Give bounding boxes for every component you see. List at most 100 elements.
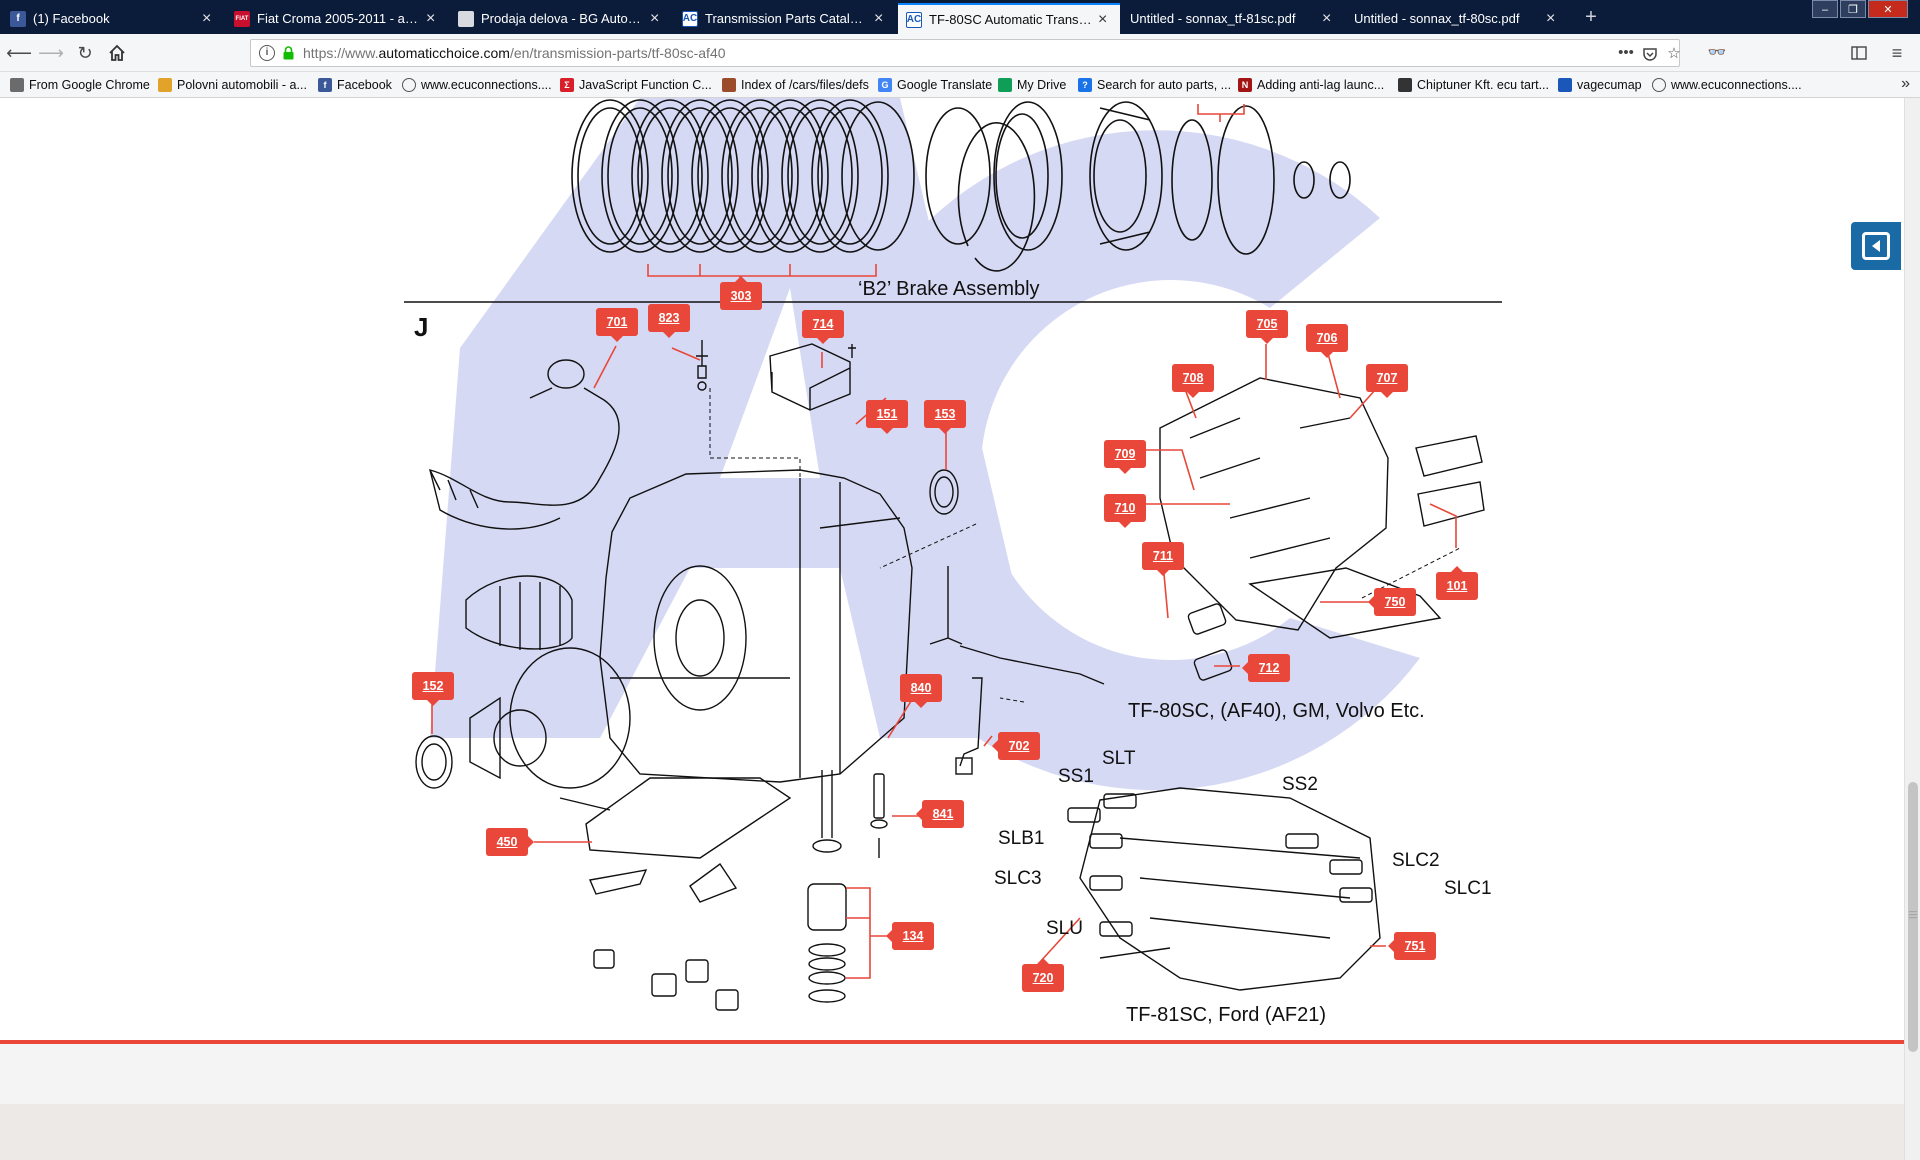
reload-button[interactable]: ↻	[72, 41, 98, 65]
callout-708[interactable]: 708	[1172, 364, 1214, 398]
browser-tab[interactable]: Untitled - sonnax_tf-81sc.pdf×	[1122, 3, 1344, 34]
callout-714[interactable]: 714	[802, 310, 844, 344]
bookmark-item[interactable]: Index of /cars/files/defs	[722, 76, 869, 94]
home-button[interactable]	[104, 41, 130, 65]
info-icon[interactable]: i	[259, 45, 275, 61]
lock-icon[interactable]	[283, 46, 294, 60]
bookmark-item[interactable]: N Adding anti-lag launc...	[1238, 76, 1384, 94]
page-scrollbar[interactable]: — — —	[1904, 98, 1920, 1160]
tab-label: (1) Facebook	[33, 11, 110, 26]
tab-label: Untitled - sonnax_tf-80sc.pdf	[1354, 11, 1520, 26]
close-tab-icon[interactable]: ×	[1098, 10, 1108, 28]
bookmark-label: Google Translate	[897, 78, 993, 92]
car-icon	[158, 78, 172, 92]
callout-707[interactable]: 707	[1366, 364, 1408, 398]
close-window-button[interactable]: ✕	[1868, 0, 1908, 18]
valve-body-tf81	[1067, 787, 1381, 991]
close-tab-icon[interactable]: ×	[426, 9, 436, 27]
browser-tab[interactable]: Prodaja delova - BG Automatik ×	[450, 3, 672, 34]
bookmark-item[interactable]: My Drive	[998, 76, 1066, 94]
tab-label: Transmission Parts Catalogue	[705, 11, 868, 26]
callout-709[interactable]: 709	[1104, 440, 1146, 474]
sidebar-toggle-icon[interactable]	[1846, 41, 1872, 65]
reader-glasses-icon[interactable]: 👓	[1707, 44, 1727, 61]
bookmark-item[interactable]: www.ecuconnections....	[1652, 76, 1802, 94]
bookmark-item[interactable]: vagecumap	[1558, 76, 1642, 94]
callout-750[interactable]: 750	[1368, 588, 1416, 616]
callout-134[interactable]: 134	[886, 922, 934, 950]
callout-751[interactable]: 751	[1388, 932, 1436, 960]
address-bar[interactable]: i https://www.automaticchoice.com/en/tra…	[250, 39, 1681, 67]
bookmark-item[interactable]: From Google Chrome	[10, 76, 150, 94]
callout-823[interactable]: 823	[648, 304, 690, 338]
restore-button[interactable]: ❐	[1840, 0, 1866, 18]
url-text[interactable]: https://www.automaticchoice.com/en/trans…	[303, 45, 726, 61]
bookmark-item[interactable]: Chiptuner Kft. ecu tart...	[1398, 76, 1549, 94]
pocket-icon[interactable]	[1639, 44, 1661, 66]
solenoid-label: SLT	[1102, 748, 1136, 769]
callout-450[interactable]: 450	[486, 828, 534, 856]
scrollbar-thumb[interactable]	[1908, 782, 1918, 1052]
seal-152	[415, 735, 453, 789]
reload-icon: ↻	[77, 43, 93, 63]
shift-shaft	[929, 566, 1105, 685]
footer-map-background	[0, 1104, 1904, 1160]
callout-leaders	[431, 344, 1457, 979]
callout-710[interactable]: 710	[1104, 494, 1146, 528]
callout-153[interactable]: 153	[924, 400, 966, 434]
bookmark-item[interactable]: www.ecuconnections....	[402, 76, 552, 94]
bookmark-label: Adding anti-lag launc...	[1257, 78, 1385, 92]
solenoid-label: SLC2	[1392, 850, 1440, 871]
drive-icon	[998, 78, 1012, 92]
tab-label: Fiat Croma 2005-2011 - automatic	[257, 11, 420, 26]
forward-button[interactable]: ⟶	[38, 41, 64, 65]
callout-712[interactable]: 712	[1242, 654, 1290, 682]
menu-hamburger-icon[interactable]: ≡	[1891, 43, 1903, 63]
bookmark-label: Index of /cars/files/defs	[741, 78, 869, 92]
close-tab-icon[interactable]: ×	[874, 9, 884, 27]
n-icon: N	[1238, 78, 1252, 92]
brake-piston	[1089, 101, 1163, 251]
bookmark-item[interactable]: ?Search for auto parts, ...	[1078, 76, 1231, 94]
callout-720[interactable]: 720	[1022, 958, 1064, 992]
callout-702[interactable]: 702	[992, 732, 1040, 760]
close-tab-icon[interactable]: ×	[202, 9, 212, 27]
new-tab-button[interactable]: +	[1585, 6, 1597, 28]
tab-label: Prodaja delova - BG Automatik	[481, 11, 644, 26]
more-bookmarks-chevron-icon[interactable]: »	[1901, 75, 1910, 92]
back-button[interactable]: ⟵	[6, 41, 32, 65]
pile-icon	[722, 78, 736, 92]
page-actions-icon[interactable]: •••	[1618, 44, 1634, 61]
callout-152[interactable]: 152	[412, 672, 454, 706]
callout-840[interactable]: 840	[900, 674, 942, 708]
bookmark-star-icon[interactable]: ☆	[1667, 45, 1681, 62]
callout-705[interactable]: 705	[1246, 310, 1288, 344]
close-tab-icon[interactable]: ×	[650, 9, 660, 27]
navigation-toolbar: ⟵ ⟶ ↻ i https://www.automaticchoice.com/…	[0, 34, 1920, 72]
minimize-button[interactable]: –	[1812, 0, 1838, 18]
callout-101[interactable]: 101	[1436, 566, 1478, 600]
callout-151[interactable]: 151	[866, 400, 908, 434]
url-path: /en/transmission-parts/tf-80sc-af40	[509, 45, 726, 61]
callout-303[interactable]: 303	[720, 276, 762, 310]
close-tab-icon[interactable]: ×	[1546, 9, 1556, 27]
callout-706[interactable]: 706	[1306, 324, 1348, 358]
solenoid-label: SS1	[1058, 766, 1094, 787]
browser-tab[interactable]: f(1) Facebook×	[2, 3, 224, 34]
output-shaft	[465, 575, 573, 650]
close-tab-icon[interactable]: ×	[1322, 9, 1332, 27]
callout-701[interactable]: 701	[596, 308, 638, 342]
snap-ring	[925, 107, 1036, 272]
browser-tab[interactable]: Untitled - sonnax_tf-80sc.pdf ×	[1346, 3, 1568, 34]
bookmark-label: Chiptuner Kft. ecu tart...	[1417, 78, 1550, 92]
callout-711[interactable]: 711	[1142, 542, 1184, 576]
side-back-button[interactable]	[1851, 222, 1901, 270]
callout-841[interactable]: 841	[916, 800, 964, 828]
bookmark-item[interactable]: Polovni automobili - a...	[158, 76, 307, 94]
